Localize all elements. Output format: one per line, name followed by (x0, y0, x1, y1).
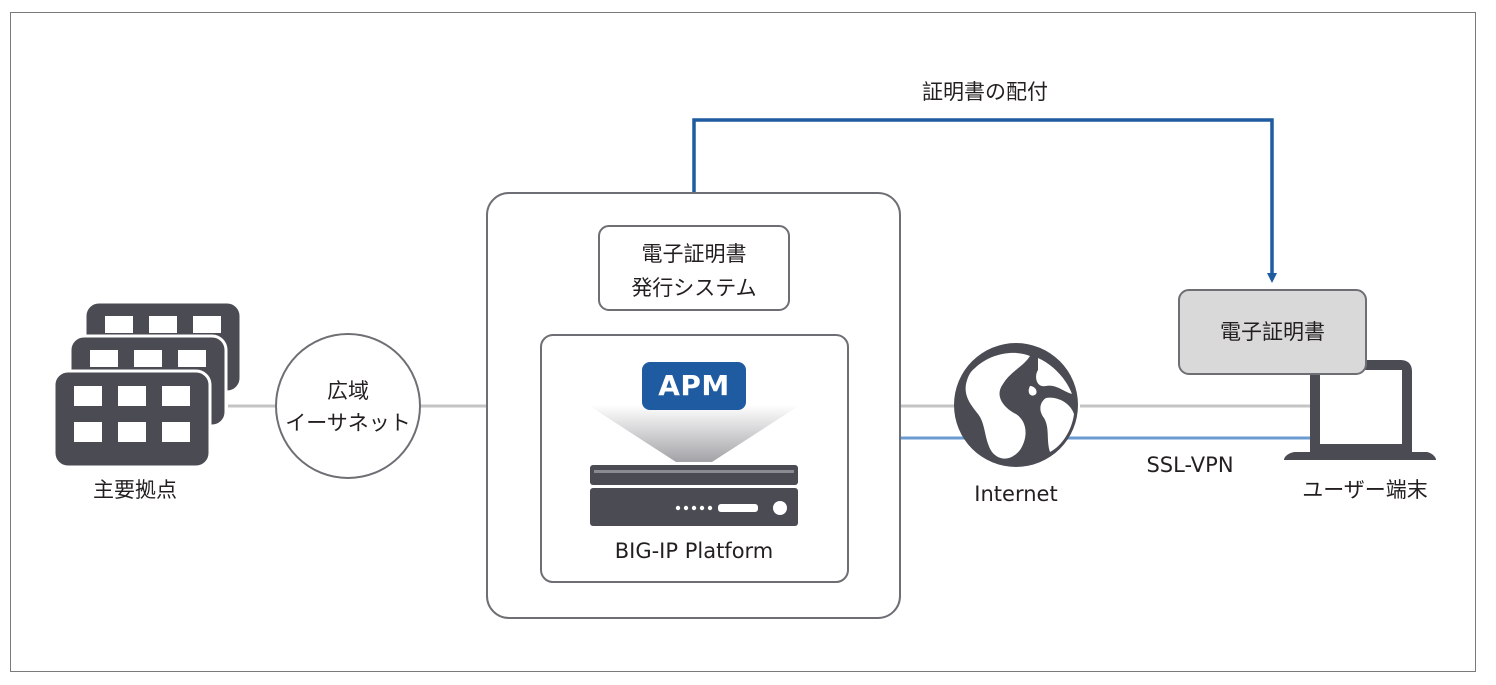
platform-label: BIG-IP Platform (614, 539, 774, 563)
building-icon (52, 300, 243, 469)
server-appliance-icon (590, 465, 798, 526)
headquarters-label: 主要拠点 (93, 478, 177, 502)
globe-icon (954, 343, 1078, 467)
distribution-label: 証明書の配付 (922, 80, 1048, 104)
apm-badge: APM (642, 362, 746, 410)
apm-beam (588, 405, 800, 462)
ssl-vpn-label: SSL-VPN (1146, 453, 1234, 477)
issuing-system-box (598, 225, 790, 311)
issuing-system-label-line2: 発行システム (631, 276, 757, 300)
wan-circle (275, 333, 421, 479)
issuing-system-label-line1: 電子証明書 (641, 242, 747, 266)
certificate-box (1178, 289, 1367, 375)
internet-label: Internet (974, 482, 1058, 506)
laptop-icon (1284, 360, 1436, 460)
certificate-label: 電子証明書 (1220, 320, 1325, 344)
diagram-frame (10, 12, 1476, 672)
wan-label-line1: 広域 (327, 379, 369, 403)
building-front (52, 369, 212, 469)
certificate-distribution-arrow (692, 118, 1277, 283)
wan-label-line2: イーサネット (285, 411, 411, 435)
user-terminal-label: ユーザー端末 (1302, 478, 1428, 502)
